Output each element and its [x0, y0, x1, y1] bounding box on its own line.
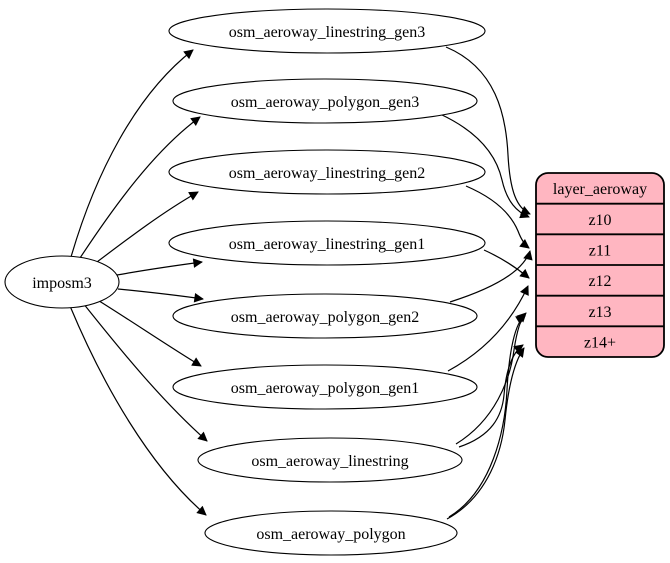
edge-polygon-z14 — [446, 347, 525, 520]
edge-linestring-gen3-z10 — [445, 46, 531, 215]
node-polygon-gen2: osm_aeroway_polygon_gen2 — [172, 293, 478, 339]
edge-imposm3-linestring-gen1 — [116, 258, 203, 276]
layer-row-z14: z14+ — [584, 335, 616, 352]
edge-polygon-z13 — [448, 315, 526, 518]
imposm3-ellipse — [4, 255, 120, 309]
polygon-gen1-label: osm_aeroway_polygon_gen1 — [231, 380, 419, 397]
linestring-ellipse — [197, 437, 463, 483]
edge-group-tables-to-layer — [439, 46, 533, 520]
polygon-gen1-ellipse — [172, 364, 478, 410]
node-polygon: osm_aeroway_polygon — [204, 510, 458, 556]
linestring-gen3-label: osm_aeroway_linestring_gen3 — [229, 24, 425, 41]
node-linestring: osm_aeroway_linestring — [197, 437, 463, 483]
node-linestring-gen3: osm_aeroway_linestring_gen3 — [168, 8, 486, 54]
node-layer-aeroway: layer_aeroway z10 z11 z12 z13 z14+ — [535, 172, 665, 358]
polygon-gen3-ellipse — [172, 78, 478, 124]
edge-polygon-gen3-z10 — [439, 113, 530, 219]
edge-imposm3-polygon-gen3 — [79, 116, 201, 259]
edge-imposm3-linestring-gen2 — [92, 191, 199, 266]
edge-polygon-gen1-z12 — [447, 285, 529, 372]
edge-linestring-z14 — [458, 344, 524, 448]
polygon-gen2-label: osm_aeroway_polygon_gen2 — [231, 309, 419, 326]
node-polygon-gen1: osm_aeroway_polygon_gen1 — [172, 364, 478, 410]
node-linestring-gen2: osm_aeroway_linestring_gen2 — [168, 149, 486, 195]
edge-imposm3-polygon-gen1 — [95, 298, 202, 367]
node-linestring-gen1: osm_aeroway_linestring_gen1 — [168, 220, 486, 266]
node-imposm3: imposm3 — [4, 255, 120, 309]
imposm3-label: imposm3 — [32, 275, 92, 292]
polygon-gen3-label: osm_aeroway_polygon_gen3 — [231, 94, 419, 111]
edge-polygon-gen2-z11 — [449, 250, 533, 303]
linestring-gen1-ellipse — [168, 220, 486, 266]
edge-imposm3-linestring — [82, 302, 208, 442]
layer-row-z10: z10 — [588, 212, 611, 229]
layer-row-z13: z13 — [588, 304, 611, 321]
edge-imposm3-polygon — [69, 305, 207, 516]
layer-aeroway-header: layer_aeroway — [553, 181, 647, 198]
edge-imposm3-polygon-gen2 — [117, 288, 204, 303]
edge-linestring-gen1-z12 — [483, 249, 530, 279]
layer-row-z11: z11 — [589, 243, 612, 260]
linestring-gen2-label: osm_aeroway_linestring_gen2 — [229, 165, 425, 182]
edge-imposm3-linestring-gen3 — [70, 49, 194, 258]
linestring-label: osm_aeroway_linestring — [251, 453, 408, 470]
edge-group-source-to-tables — [69, 49, 208, 516]
polygon-ellipse — [204, 510, 458, 556]
linestring-gen2-ellipse — [168, 149, 486, 195]
node-polygon-gen3: osm_aeroway_polygon_gen3 — [172, 78, 478, 124]
edge-linestring-gen2-z11 — [465, 185, 530, 249]
linestring-gen1-label: osm_aeroway_linestring_gen1 — [229, 236, 425, 253]
polygon-label: osm_aeroway_polygon — [256, 526, 405, 543]
layer-row-z12: z12 — [588, 273, 611, 290]
linestring-gen3-ellipse — [168, 8, 486, 54]
polygon-gen2-ellipse — [172, 293, 478, 339]
